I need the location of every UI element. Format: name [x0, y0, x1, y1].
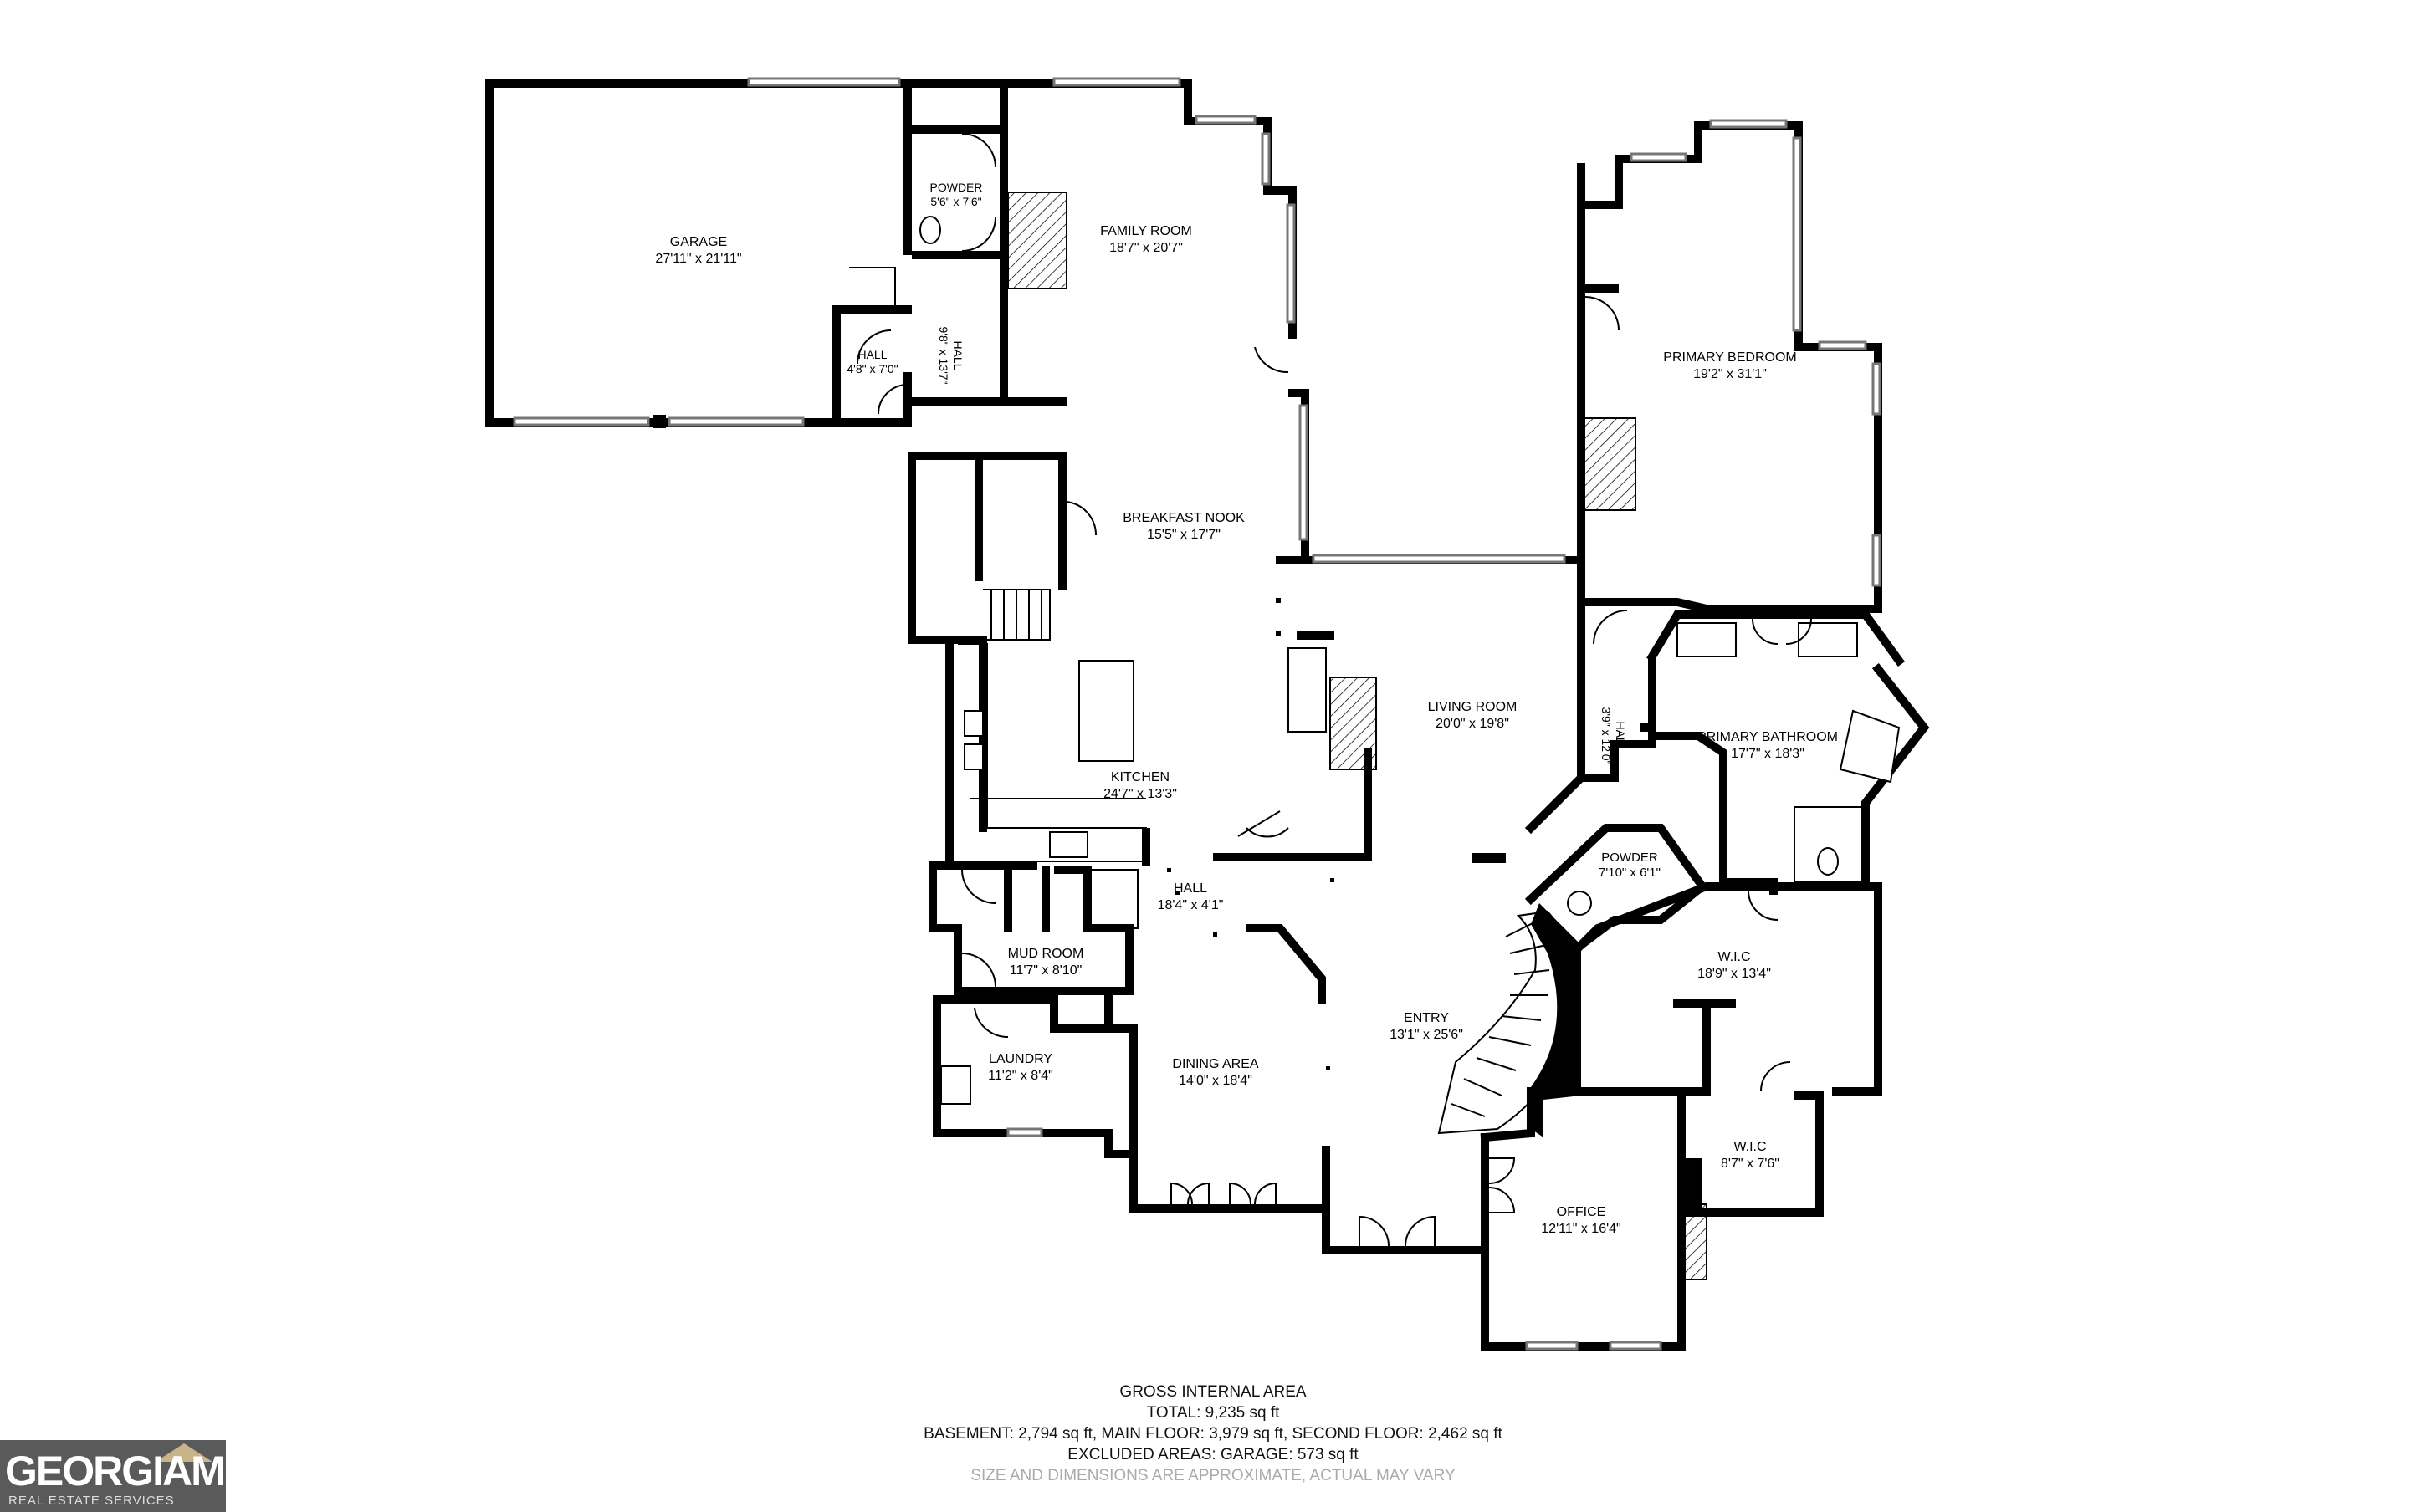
room-label-entry: ENTRY 13'1" x 25'6": [1390, 1010, 1463, 1044]
room-dims: 20'0" x 19'8": [1436, 717, 1509, 731]
area-summary: GROSS INTERNAL AREA TOTAL: 9,235 sq ft B…: [924, 1382, 1502, 1486]
walk-in-closet-2-walls: [1677, 1091, 1824, 1217]
dining-area-walls: [1129, 924, 1330, 1213]
house-roof-icon: [156, 1443, 212, 1462]
room-name: POWDER: [929, 181, 983, 194]
entry-walls: [1322, 903, 1581, 1254]
room-name: HALL: [1173, 881, 1208, 896]
room-name: KITCHEN: [1110, 770, 1170, 784]
room-dims: 18'7" x 20'7": [1109, 241, 1183, 255]
room-name: ENTRY: [1404, 1011, 1449, 1025]
room-name: W.I.C: [1717, 950, 1751, 964]
room-name: HALL: [857, 348, 888, 361]
room-dims: 3'9" x 12'0": [1599, 707, 1613, 765]
room-label-walk-in-closet-2: W.I.C 8'7" x 7'6": [1721, 1139, 1779, 1172]
room-label-walk-in-closet: W.I.C 18'9" x 13'4": [1697, 949, 1771, 983]
room-label-living-room: LIVING ROOM 20'0" x 19'8": [1428, 699, 1518, 733]
room-name: W.I.C: [1733, 1140, 1767, 1154]
office-walls: [1480, 1087, 1707, 1351]
summary-disclaimer: SIZE AND DIMENSIONS ARE APPROXIMATE, ACT…: [970, 1467, 1456, 1484]
room-dims: 18'9" x 13'4": [1697, 967, 1771, 981]
room-dims: 4'8" x 7'0": [847, 362, 898, 375]
family-room-walls: [1004, 77, 1309, 564]
room-label-powder-2: POWDER 7'10" x 6'1": [1599, 850, 1661, 881]
room-label-laundry: LAUNDRY 11'2" x 8'4": [988, 1051, 1053, 1085]
room-dims: 5'6" x 7'6": [930, 195, 982, 208]
summary-excluded: EXCLUDED AREAS: GARAGE: 573 sq ft: [1067, 1446, 1359, 1463]
room-name: LAUNDRY: [988, 1052, 1053, 1066]
room-dims: 11'7" x 8'10": [1009, 963, 1083, 978]
room-label-dining-area: DINING AREA 14'0" x 18'4": [1172, 1056, 1258, 1090]
room-name: PRIMARY BEDROOM: [1663, 350, 1797, 365]
room-dims: 13'1" x 25'6": [1390, 1028, 1463, 1042]
room-label-primary-bedroom: PRIMARY BEDROOM 19'2" x 31'1": [1663, 350, 1796, 383]
room-dims: 14'0" x 18'4": [1179, 1074, 1252, 1088]
room-name: HALL: [951, 340, 965, 370]
logo-tagline: REAL ESTATE SERVICES: [8, 1494, 175, 1508]
room-label-breakfast-nook: BREAKFAST NOOK 15'5" x 17'7": [1123, 510, 1245, 544]
primary-bedroom-walls: [1577, 119, 1882, 613]
room-label-hall-garage: HALL 4'8" x 7'0": [847, 348, 898, 376]
kitchen-walls: [929, 636, 1150, 870]
room-name: HALL: [1614, 721, 1627, 751]
mud-laundry-walls: [929, 861, 1139, 1158]
summary-heading: GROSS INTERNAL AREA: [1119, 1383, 1307, 1401]
room-dims: 19'2" x 31'1": [1693, 367, 1767, 381]
room-dims: 9'8" x 13'7": [937, 326, 950, 385]
room-dims: 11'2" x 8'4": [988, 1069, 1053, 1083]
room-dims: 7'10" x 6'1": [1599, 866, 1661, 880]
room-dims: 17'7" x 18'3": [1731, 747, 1804, 761]
georgia-mls-logo: GEORGIAMLS REAL ESTATE SERVICES: [0, 1440, 276, 1512]
room-name: POWDER: [1601, 850, 1658, 865]
room-name: PRIMARY BATHROOM: [1697, 730, 1839, 744]
room-label-hall-powder: HALL 9'8" x 13'7": [936, 327, 965, 385]
room-label-primary-bathroom: PRIMARY BATHROOM 17'7" x 18'3": [1697, 729, 1838, 763]
room-label-office: OFFICE 12'11" x 16'4": [1541, 1204, 1620, 1238]
living-room-walls: [1213, 163, 1585, 863]
room-label-kitchen: KITCHEN 24'7" x 13'3": [1103, 769, 1177, 803]
room-label-powder: POWDER 5'6" x 7'6": [930, 181, 983, 209]
room-name: DINING AREA: [1172, 1057, 1259, 1071]
room-dims: 24'7" x 13'3": [1103, 787, 1177, 801]
room-name: BREAKFAST NOOK: [1123, 511, 1245, 525]
room-dims: 18'4" x 4'1": [1157, 898, 1224, 912]
breakfast-nook-walls: [908, 452, 1098, 644]
summary-floors: BASEMENT: 2,794 sq ft, MAIN FLOOR: 3,979…: [924, 1425, 1502, 1443]
room-name: MUD ROOM: [1007, 947, 1084, 961]
room-label-hall-kitchen: HALL 18'4" x 4'1": [1158, 881, 1224, 914]
summary-total: TOTAL: 9,235 sq ft: [1146, 1404, 1280, 1422]
room-dims: 12'11" x 16'4": [1541, 1222, 1621, 1236]
room-label-family-room: FAMILY ROOM 18'7" x 20'7": [1100, 223, 1192, 257]
room-dims: 8'7" x 7'6": [1721, 1157, 1779, 1171]
garage-walls: [485, 77, 912, 428]
room-label-mud-room: MUD ROOM 11'7" x 8'10": [1008, 946, 1084, 979]
logo-brand: GEORGIAMLS: [5, 1448, 276, 1494]
wall-markers: [1167, 598, 1334, 1070]
room-label-hall-bedroom: HALL 3'9" x 12'0": [1599, 707, 1627, 765]
room-name: OFFICE: [1556, 1205, 1606, 1219]
room-name: FAMILY ROOM: [1100, 224, 1192, 238]
room-label-garage: GARAGE 27'11" x 21'11": [655, 234, 741, 268]
room-name: GARAGE: [669, 235, 728, 249]
room-dims: 15'5" x 17'7": [1147, 528, 1221, 542]
primary-bathroom-walls: [1593, 610, 1930, 895]
room-name: LIVING ROOM: [1427, 700, 1518, 714]
hall-3-walls: [1577, 740, 1656, 782]
walk-in-closet-1-walls: [1574, 882, 1882, 1096]
room-dims: 27'11" x 21'11": [655, 252, 742, 266]
